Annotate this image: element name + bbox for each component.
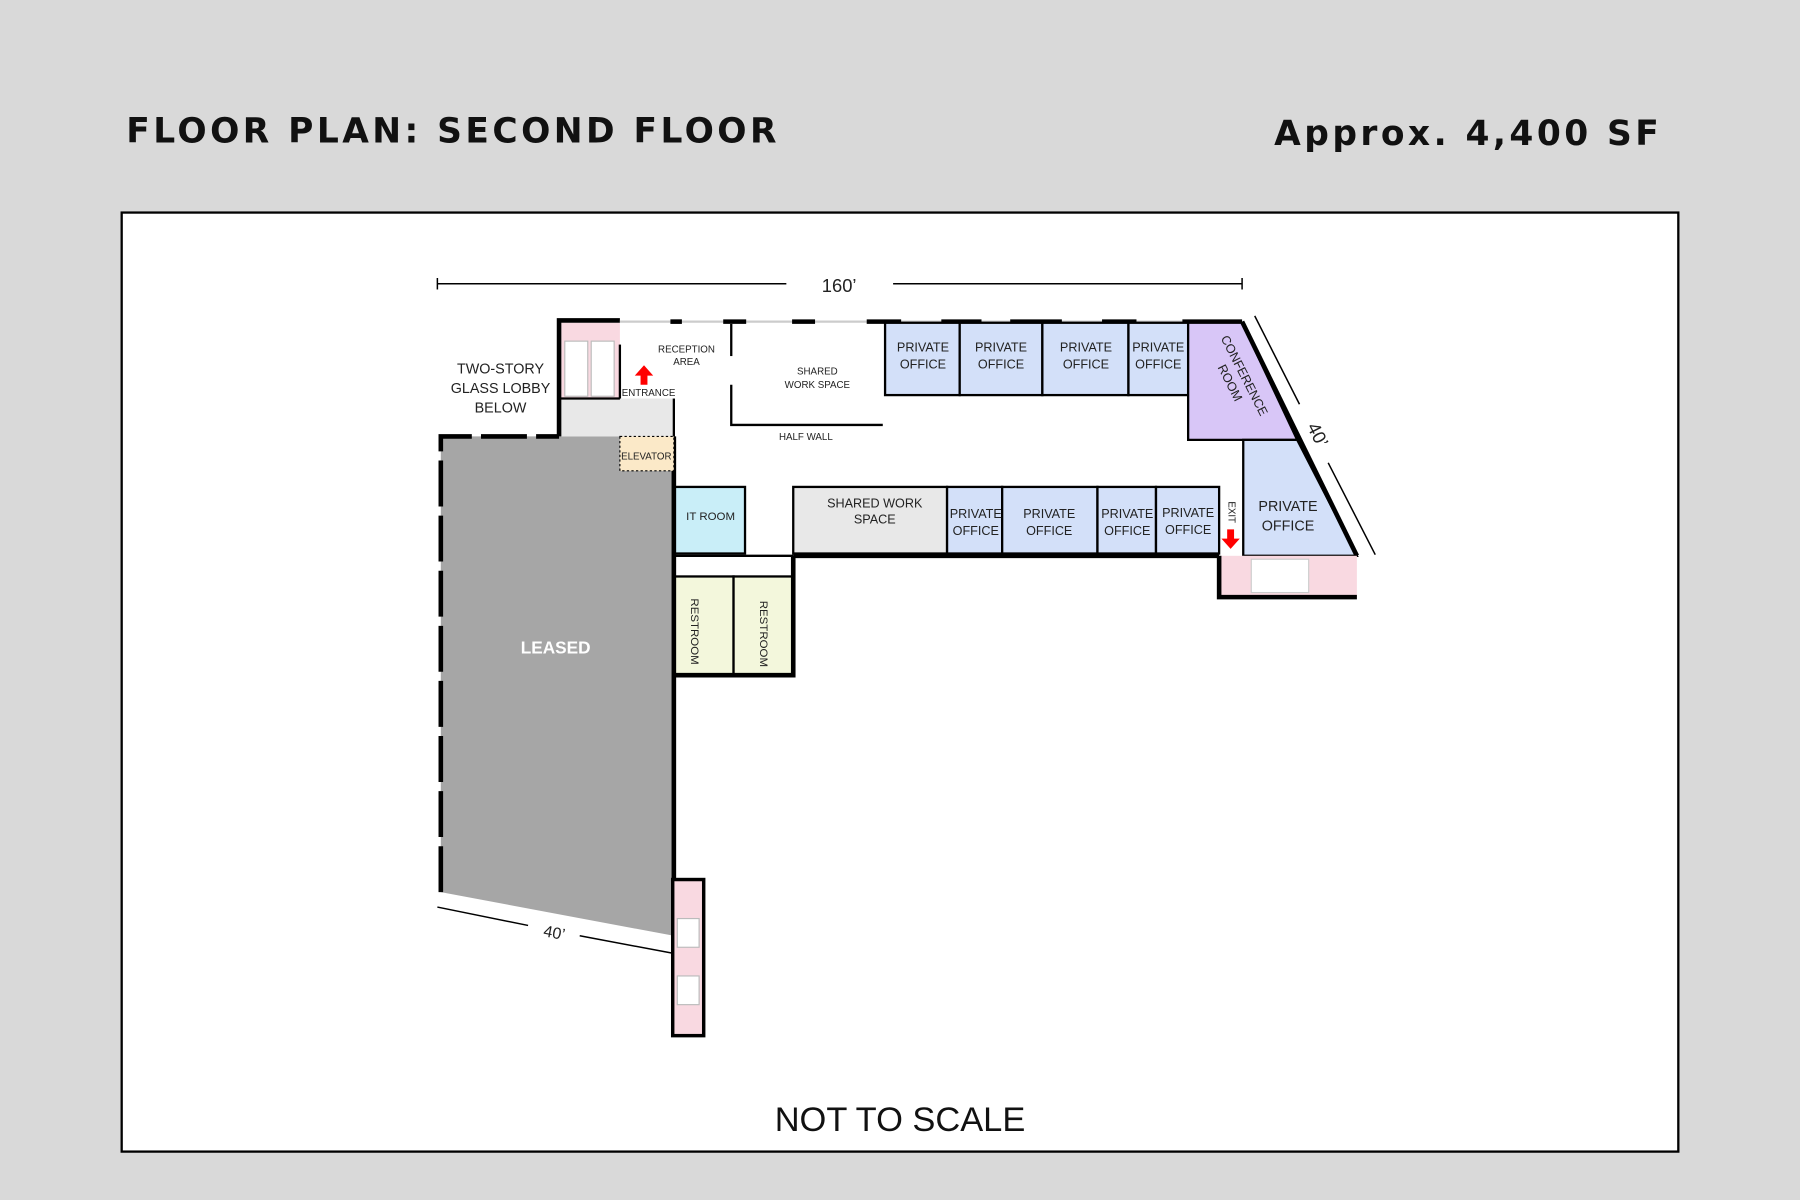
- exit-label: EXIT: [1225, 501, 1236, 523]
- private-office: [883, 321, 961, 397]
- elevator: [619, 435, 675, 472]
- dimension-top: 160’: [436, 275, 1243, 296]
- stair-treads: [676, 975, 700, 1006]
- area-label: Approx. 4,400 SF: [1274, 114, 1662, 154]
- entrance-label: ENTRANCE: [622, 388, 676, 399]
- office-label: PRIVATE: [1101, 507, 1153, 521]
- office-label: OFFICE: [1135, 358, 1181, 372]
- elevator-lobby: [561, 398, 674, 437]
- not-to-scale-note: NOT TO SCALE: [775, 1101, 1026, 1139]
- office-label: PRIVATE: [897, 340, 949, 354]
- leased-label: LEASED: [521, 637, 591, 657]
- office-label: PRIVATE: [950, 507, 1002, 521]
- restroom-right: [732, 575, 795, 677]
- it-room-label: IT ROOM: [686, 511, 735, 523]
- office-label: OFFICE: [1262, 519, 1315, 535]
- restroom-label: RESTROOM: [688, 598, 700, 664]
- office-label: OFFICE: [900, 358, 946, 372]
- entrance-arrow-icon: [634, 365, 654, 385]
- shared-work-bottom-label-2: SPACE: [854, 513, 896, 527]
- office-label: PRIVATE: [1060, 340, 1112, 354]
- it-room: [673, 485, 747, 555]
- shared-work-bottom-label-1: SHARED WORK: [827, 497, 923, 511]
- reception-label-2: AREA: [673, 357, 700, 368]
- office-label: OFFICE: [953, 524, 999, 538]
- private-office: [1154, 485, 1221, 555]
- half-wall-label: HALF WALL: [779, 432, 833, 443]
- office-label: OFFICE: [1026, 524, 1072, 538]
- dimension-top-label: 160’: [822, 275, 857, 296]
- office-label: PRIVATE: [1258, 499, 1317, 515]
- shared-work-space-bottom: [792, 485, 949, 555]
- stair-treads: [1250, 558, 1310, 594]
- shared-work-top-label-1: SHARED: [797, 366, 838, 377]
- restroom-left: [673, 575, 735, 677]
- exit-arrow-icon: [1221, 529, 1240, 549]
- office-label: PRIVATE: [975, 340, 1027, 354]
- office-label: OFFICE: [1063, 358, 1109, 372]
- private-office: [1096, 485, 1158, 555]
- reception-label-1: RECEPTION: [658, 345, 715, 356]
- office-label: OFFICE: [1104, 524, 1150, 538]
- stair-treads: [676, 917, 700, 948]
- leased-area: [440, 436, 674, 936]
- page-title: FLOOR PLAN: SECOND FLOOR: [126, 112, 780, 152]
- lobby-label-3: BELOW: [475, 400, 527, 416]
- office-label: PRIVATE: [1023, 507, 1075, 521]
- lobby-label-1: TWO-STORY: [457, 361, 544, 377]
- office-label: OFFICE: [1165, 523, 1211, 537]
- stair-bottom-left: [670, 877, 706, 1038]
- lobby-label-2: GLASS LOBBY: [451, 381, 551, 397]
- dimension-bottom-left: 40’: [437, 906, 672, 954]
- bottom-offices: [945, 485, 1221, 555]
- office-label: OFFICE: [978, 358, 1024, 372]
- office-label: PRIVATE: [1132, 340, 1184, 354]
- top-offices: [883, 321, 1190, 397]
- dimension-bottom-left-label: 40’: [542, 922, 566, 944]
- stair-treads: [564, 340, 615, 397]
- shared-work-top-label-2: WORK SPACE: [785, 380, 851, 391]
- elevator-label: ELEVATOR: [621, 451, 671, 462]
- private-office: [958, 321, 1044, 397]
- restroom-label: RESTROOM: [757, 601, 769, 667]
- office-label: PRIVATE: [1162, 506, 1214, 520]
- private-office: [1041, 321, 1130, 397]
